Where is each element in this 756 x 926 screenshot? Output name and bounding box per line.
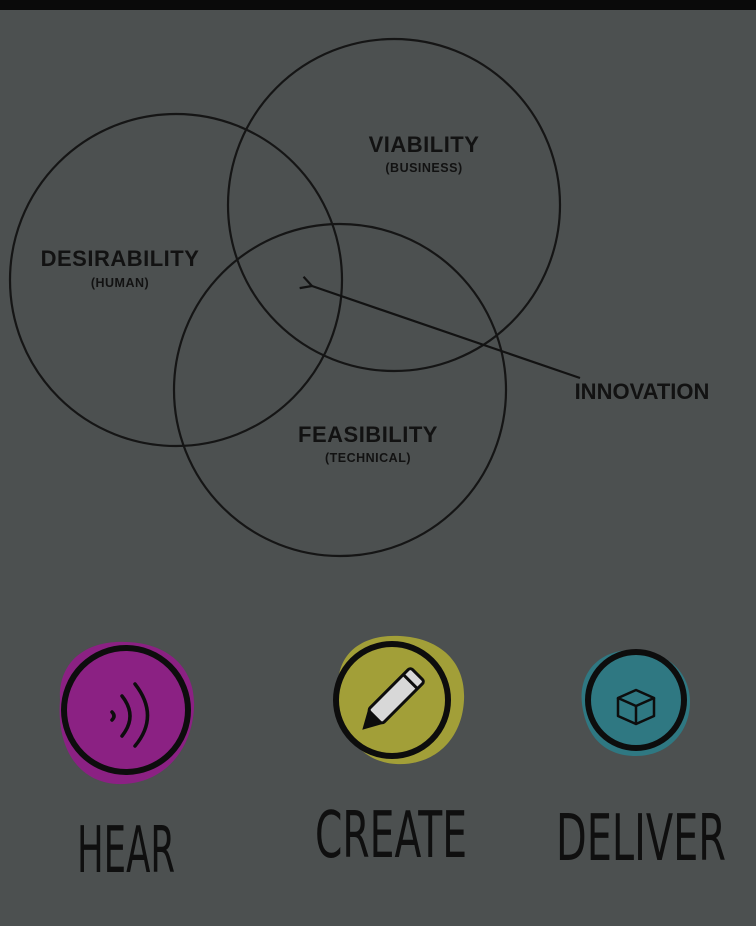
innovation-arrow xyxy=(312,286,581,380)
feasibility-subtitle: (TECHNICAL) xyxy=(325,451,411,465)
create-step: CREATE xyxy=(315,635,467,873)
hear-label: HEAR xyxy=(77,814,175,888)
deliver-label: DELIVER xyxy=(556,802,726,876)
deliver-color-splash xyxy=(581,650,690,756)
desirability-circle xyxy=(8,112,344,448)
hear-ring xyxy=(61,645,191,775)
pencil-icon xyxy=(362,667,425,730)
viability-title: VIABILITY xyxy=(369,132,480,157)
create-label: CREATE xyxy=(315,799,467,873)
innovation-label: INNOVATION xyxy=(575,379,710,404)
desirability-title: DESIRABILITY xyxy=(41,246,200,271)
feasibility-title: FEASIBILITY xyxy=(298,422,438,447)
top-border xyxy=(0,0,756,10)
deliver-step: DELIVER xyxy=(556,649,726,876)
create-ring xyxy=(333,641,451,759)
hear-color-splash xyxy=(59,641,195,785)
deliver-ring xyxy=(585,649,687,751)
sound-waves-icon xyxy=(110,682,150,748)
desirability-subtitle: (HUMAN) xyxy=(91,276,149,290)
feasibility-circle xyxy=(172,222,508,558)
hear-step: HEAR xyxy=(59,641,195,888)
viability-circle xyxy=(226,37,562,373)
viability-subtitle: (BUSINESS) xyxy=(385,161,462,175)
package-icon xyxy=(616,688,656,726)
